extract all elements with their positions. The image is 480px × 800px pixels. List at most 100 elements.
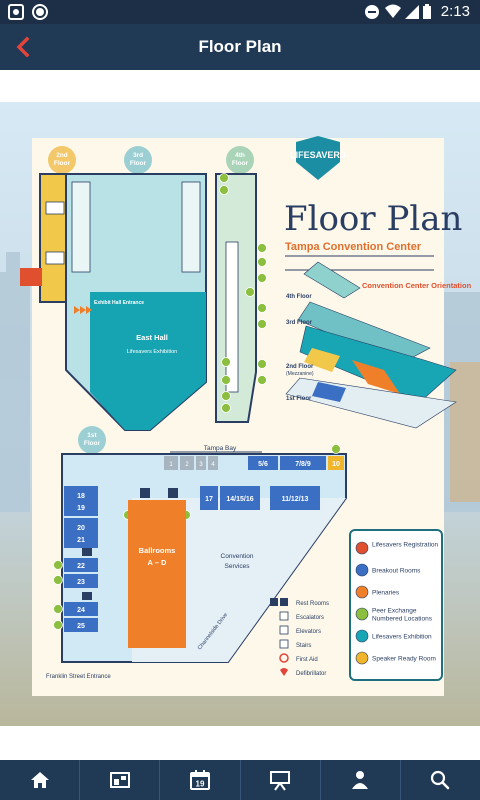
svg-text:10: 10	[332, 461, 340, 468]
room-11-12-13	[270, 486, 320, 510]
nav-sessions[interactable]	[241, 760, 321, 800]
iso-label-4th: 4th Floor	[286, 294, 312, 300]
room-14-15-16	[220, 486, 260, 510]
legend-label: Lifesavers Registration	[372, 542, 438, 549]
floor-bubble-1st	[78, 426, 106, 454]
tampa-bay-label: Tampa Bay	[204, 445, 237, 452]
nav-speakers[interactable]	[321, 760, 401, 800]
legend-swatch	[355, 629, 369, 643]
room-23	[64, 574, 98, 588]
legend-swatch	[355, 585, 369, 599]
svg-text:3: 3	[199, 462, 203, 468]
status-bar: 2:13	[0, 0, 480, 24]
room-5-6	[248, 456, 278, 470]
room-7-8-9	[280, 456, 326, 470]
speaker-icon	[352, 771, 369, 789]
svg-text:First Aid: First Aid	[296, 657, 318, 663]
svg-text:25: 25	[77, 623, 85, 630]
svg-text:21: 21	[77, 537, 85, 544]
legend-label: Breakout Rooms	[372, 568, 421, 575]
calendar-icon: 19	[189, 770, 210, 790]
wifi-icon	[385, 4, 401, 18]
svg-text:2: 2	[185, 462, 189, 468]
svg-text:23: 23	[77, 579, 85, 586]
page-title: Floor Plan	[198, 37, 282, 56]
svg-text:5/6: 5/6	[258, 461, 268, 468]
svg-text:Services: Services	[225, 563, 251, 570]
nav-calendar[interactable]: 19	[160, 760, 241, 800]
room-10-speaker-ready	[328, 456, 344, 470]
map-title: Floor Plan	[284, 199, 462, 239]
iso-label-1st: 1st Floor	[286, 396, 312, 402]
battery-icon	[423, 4, 431, 19]
nav-search[interactable]	[401, 760, 480, 800]
legend-swatch	[355, 563, 369, 577]
svg-text:11/12/13: 11/12/13	[282, 496, 309, 503]
lifesavers-logo: LIFESAVERS	[290, 136, 346, 180]
ballrooms-label: Ballrooms	[139, 546, 176, 555]
presentation-icon	[270, 771, 291, 791]
nav-home[interactable]	[0, 760, 81, 800]
floor-plan-image[interactable]: 2nd Floor 3rd Floor 4th Floor East Hall …	[0, 102, 480, 726]
room-17	[200, 486, 218, 510]
svg-text:Floor: Floor	[232, 160, 249, 167]
svg-text:A – D: A – D	[148, 558, 167, 567]
home-icon	[30, 772, 49, 788]
record-icon	[32, 4, 48, 20]
east-hall-sub-label: Lifesavers Exhibition	[127, 349, 177, 355]
franklin-entrance-label: Franklin Street Entrance	[46, 674, 111, 680]
floor-bubble-2nd	[48, 146, 76, 174]
svg-text:18: 18	[77, 493, 85, 500]
svg-text:1st: 1st	[87, 432, 97, 439]
peer-marker	[331, 444, 341, 454]
isometric-building-diagram	[285, 261, 457, 429]
legend-label: Peer Exchange	[372, 608, 417, 615]
legend-label: Plenaries	[372, 590, 400, 597]
svg-text:Defibrillator: Defibrillator	[296, 671, 326, 677]
registration-marker	[20, 268, 42, 286]
svg-text:Escalators: Escalators	[296, 615, 324, 621]
room-18-19	[64, 486, 98, 516]
calendar-day: 19	[195, 780, 204, 789]
map-icon	[109, 772, 130, 788]
iso-label-mezzanine: (Mezzanine)	[286, 371, 314, 377]
svg-text:14/15/16: 14/15/16	[226, 496, 253, 503]
legend-swatch	[355, 541, 369, 555]
svg-text:Elevators: Elevators	[296, 629, 321, 635]
svg-text:22: 22	[77, 563, 85, 570]
legend-swatch	[355, 651, 369, 665]
ballrooms-a-d	[128, 500, 186, 648]
legend-label: Speaker Ready Room	[372, 656, 436, 663]
search-icon	[431, 770, 450, 790]
floor-2nd-plan	[39, 173, 67, 303]
nav-map[interactable]	[80, 760, 161, 800]
legend-box	[349, 529, 443, 681]
back-arrow-icon[interactable]	[10, 33, 38, 61]
dnd-icon	[365, 5, 379, 19]
entrance-arrows-icon	[74, 306, 92, 314]
svg-text:24: 24	[77, 607, 85, 614]
room-20-21	[64, 518, 98, 548]
floor-bubble-4th	[226, 146, 254, 174]
east-hall-label: East Hall	[136, 333, 168, 342]
svg-text:7/8/9: 7/8/9	[295, 461, 311, 468]
svg-text:Floor: Floor	[130, 160, 147, 167]
app-bar: Floor Plan	[0, 24, 480, 70]
svg-text:1: 1	[169, 462, 173, 468]
exhibit-entrance-label: Exhibit Hall Entrance	[94, 300, 144, 306]
rooms-top-row	[164, 456, 218, 470]
room-22	[64, 558, 98, 572]
svg-text:20: 20	[77, 525, 85, 532]
signal-icon	[405, 5, 419, 19]
bottom-nav: 19	[0, 760, 480, 800]
legend-swatch	[355, 607, 369, 621]
room-25	[64, 618, 98, 632]
peer-exchange-markers-4th	[219, 173, 267, 413]
room-24	[64, 602, 98, 616]
svg-text:Floor: Floor	[84, 440, 101, 447]
restroom-icons	[82, 488, 178, 600]
legend-label: Lifesavers Exhibition	[372, 634, 432, 641]
svg-text:LIFESAVERS: LIFESAVERS	[290, 150, 346, 160]
svg-text:4: 4	[211, 462, 215, 468]
floor-bubble-3rd	[124, 146, 152, 174]
